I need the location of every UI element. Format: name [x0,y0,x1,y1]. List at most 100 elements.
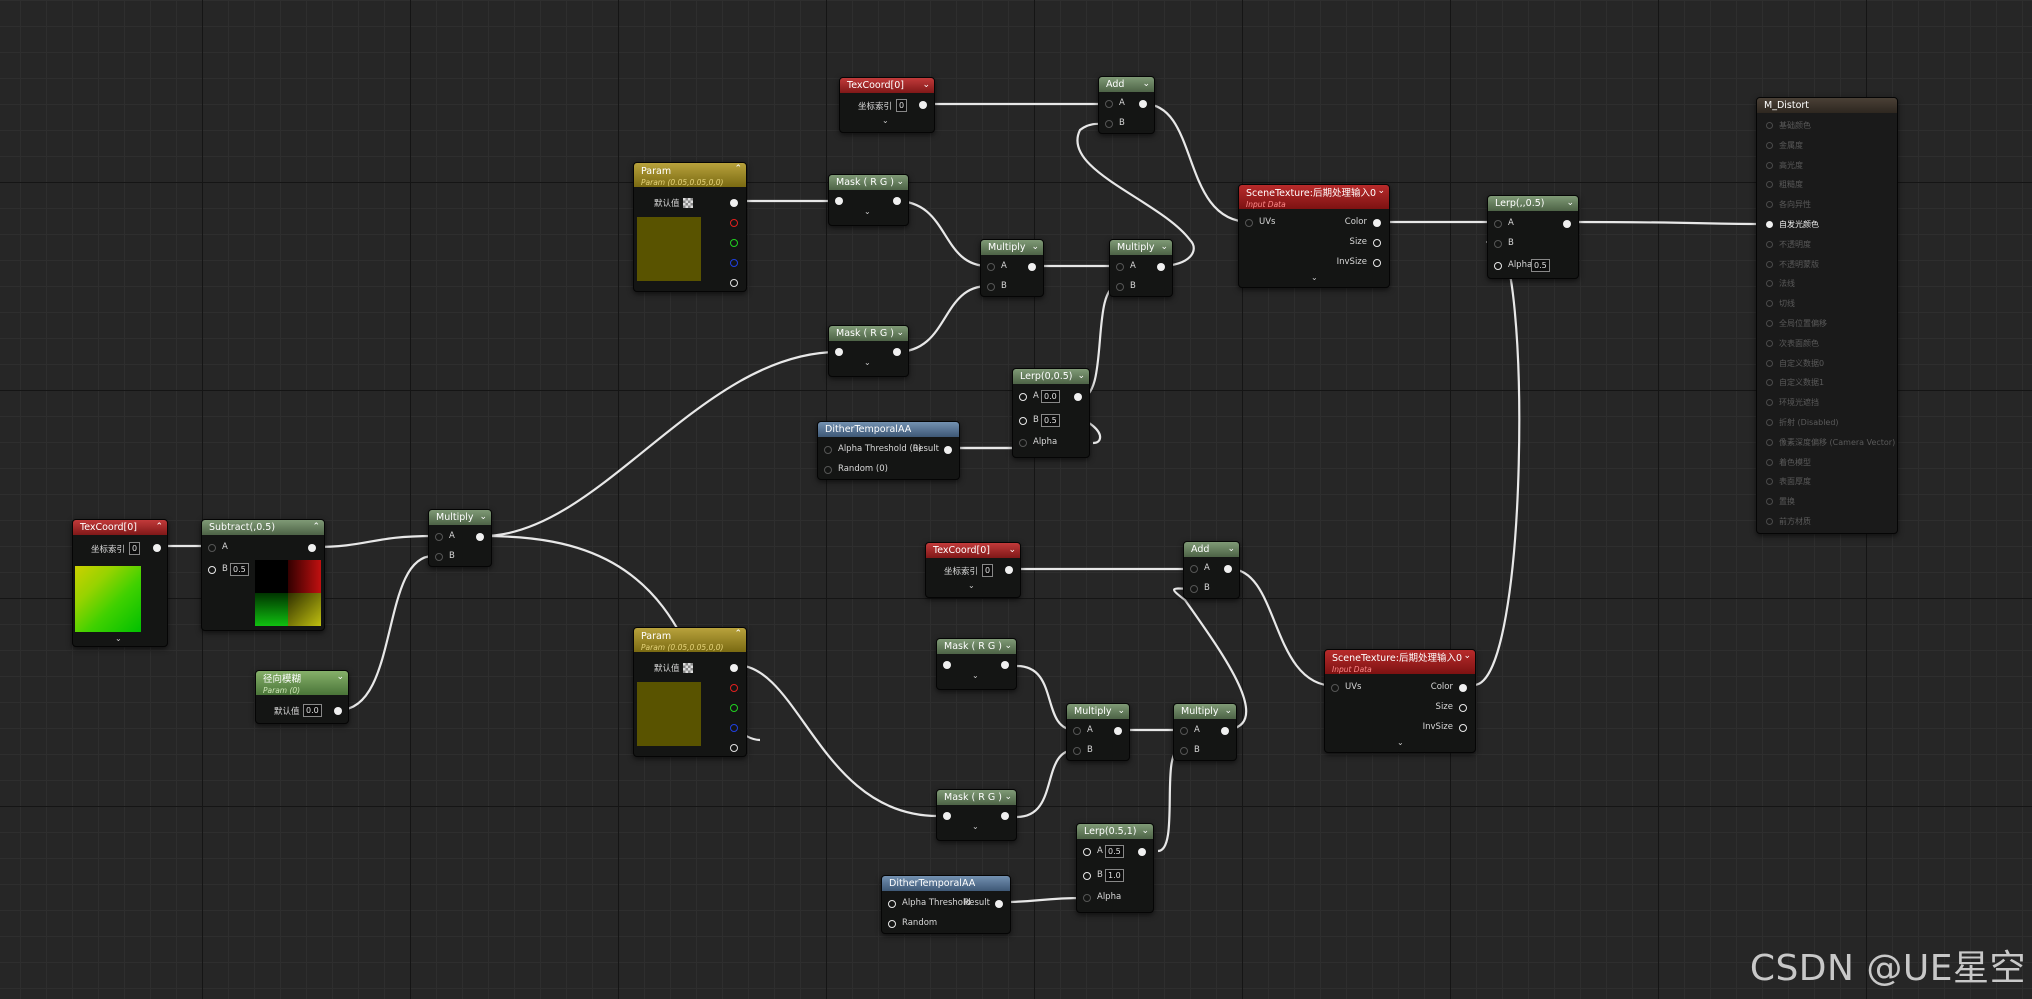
result-pin-row[interactable]: 金属度 [1766,140,1803,151]
result-pin-row[interactable]: 置换 [1766,496,1795,507]
lerp-node-top[interactable]: Lerp(0,0.5)⌄ A 0.0 B 0.5 Alpha [1012,368,1090,458]
default-value[interactable]: 0.0 [303,704,322,717]
input-pin[interactable] [835,197,843,205]
result-pin-row[interactable]: 高光度 [1766,160,1803,171]
result-pin-row[interactable]: 前方材质 [1766,516,1811,527]
texcoord-node-left[interactable]: TexCoord[0]⌃ 坐标索引 0 ⌄ [72,519,168,647]
output-pin[interactable] [153,544,161,552]
result-pin-row[interactable]: 自发光颜色 [1766,219,1819,230]
output-pin-invsize[interactable] [1459,724,1467,732]
result-input-pin[interactable] [1766,478,1773,486]
collapse-chevron-icon[interactable]: ⌄ [1141,826,1149,836]
multiply-node-top1[interactable]: Multiply⌄ A B [980,239,1044,297]
texcoord-node-mid[interactable]: TexCoord[0]⌄ 坐标索引 0 ⌄ [925,542,1021,598]
subtract-node[interactable]: Subtract(,0.5)⌃ A B 0.5 [201,519,325,631]
input-pin-a[interactable] [1180,727,1188,735]
result-pin-row[interactable]: 次表面颜色 [1766,338,1819,349]
result-input-pin[interactable] [1766,122,1773,129]
result-input-pin[interactable] [1766,498,1773,506]
input-pin-b[interactable] [208,566,216,574]
output-pin[interactable] [1221,727,1229,735]
output-pin-r[interactable] [730,684,738,692]
mask-node-top2[interactable]: Mask ( R G )⌄ ⌄ [828,325,909,377]
result-pin-row[interactable]: 自定义数据0 [1766,358,1824,369]
input-pin-alpha-threshold[interactable] [824,446,832,454]
output-pin-a[interactable] [730,279,738,287]
output-pin-rgba[interactable] [730,199,738,207]
index-value[interactable]: 0 [982,564,994,577]
mask-node-bottom2[interactable]: Mask ( R G )⌄ ⌄ [936,789,1017,841]
input-pin-alpha-threshold[interactable] [888,900,896,908]
collapse-chevron-icon[interactable]: ⌄ [1160,242,1168,252]
result-input-pin[interactable] [1766,339,1773,347]
input-pin-alpha[interactable] [1019,439,1027,447]
alpha-value[interactable]: 0.5 [1531,259,1550,272]
result-pin-row[interactable]: 全局位置偏移 [1766,318,1827,329]
result-input-pin[interactable] [1766,141,1773,149]
result-pin-row[interactable]: 自定义数据1 [1766,377,1824,388]
collapse-chevron-icon[interactable]: ⌄ [1004,641,1012,651]
input-pin-a[interactable] [1083,848,1091,856]
output-pin-size[interactable] [1459,704,1467,712]
input-pin-b[interactable] [435,553,443,561]
result-pin-row[interactable]: 环境光遮挡 [1766,397,1819,408]
expand-chevron-icon[interactable]: ⌄ [1311,273,1318,282]
output-pin-invsize[interactable] [1373,259,1381,267]
result-input-pin[interactable] [1766,240,1773,248]
output-pin-b[interactable] [730,259,738,267]
output-pin[interactable] [1224,565,1232,573]
expand-chevron-icon[interactable]: ⌄ [968,581,975,590]
lerp-node-final[interactable]: Lerp(,,0.5)⌄ A B Alpha 0.5 [1487,195,1579,279]
result-pin-row[interactable]: 切线 [1766,298,1795,309]
collapse-chevron-icon[interactable]: ⌄ [1227,544,1235,554]
material-result-node[interactable]: M_Distort 基础颜色金属度高光度粗糙度各向异性自发光颜色不透明度不透明蒙… [1756,97,1898,534]
b-value[interactable]: 0.5 [1041,414,1060,427]
output-pin[interactable] [893,348,901,356]
input-pin-b[interactable] [1116,283,1124,291]
output-pin[interactable] [334,707,342,715]
collapse-chevron-icon[interactable]: ⌄ [1224,706,1232,716]
output-pin-color[interactable] [1459,684,1467,692]
output-pin-g[interactable] [730,704,738,712]
input-pin-alpha[interactable] [1494,262,1502,270]
output-pin[interactable] [1139,100,1147,108]
collapse-chevron-icon[interactable]: ⌃ [734,164,742,174]
collapse-chevron-icon[interactable]: ⌄ [896,177,904,187]
collapse-chevron-icon[interactable]: ⌄ [1004,792,1012,802]
input-pin[interactable] [835,348,843,356]
multiply-node-bottom1[interactable]: Multiply⌄ A B [1066,703,1130,761]
result-pin-row[interactable]: 折射 (Disabled) [1766,417,1839,428]
collapse-chevron-icon[interactable]: ⌃ [312,522,320,532]
result-input-pin[interactable] [1766,161,1773,169]
input-pin-uvs[interactable] [1245,219,1253,227]
mask-node-bottom1[interactable]: Mask ( R G )⌄ ⌄ [936,638,1017,690]
result-input-pin[interactable] [1766,379,1773,387]
input-pin-random[interactable] [888,920,896,928]
expand-chevron-icon[interactable]: ⌄ [864,207,871,216]
output-pin[interactable] [1001,812,1009,820]
index-value[interactable]: 0 [129,542,141,555]
input-pin-a[interactable] [435,533,443,541]
result-pin-row[interactable]: 法线 [1766,278,1795,289]
output-pin-r[interactable] [730,219,738,227]
input-pin-a[interactable] [208,544,216,552]
collapse-chevron-icon[interactable]: ⌄ [1463,651,1471,661]
multiply-node-bottom2[interactable]: Multiply⌄ A B [1173,703,1237,761]
result-pin-row[interactable]: 各向异性 [1766,199,1811,210]
a-value[interactable]: 0.5 [1105,845,1124,858]
input-pin-b[interactable] [1073,747,1081,755]
output-pin[interactable] [308,544,316,552]
input-pin-a[interactable] [1116,263,1124,271]
expand-chevron-icon[interactable]: ⌄ [1397,738,1404,747]
expand-chevron-icon[interactable]: ⌄ [864,358,871,367]
output-pin[interactable] [995,900,1003,908]
collapse-chevron-icon[interactable]: ⌄ [1031,242,1039,252]
input-pin-a[interactable] [1019,393,1027,401]
collapse-chevron-icon[interactable]: ⌄ [1566,198,1574,208]
output-pin-rgba[interactable] [730,664,738,672]
collapse-chevron-icon[interactable]: ⌃ [155,522,163,532]
